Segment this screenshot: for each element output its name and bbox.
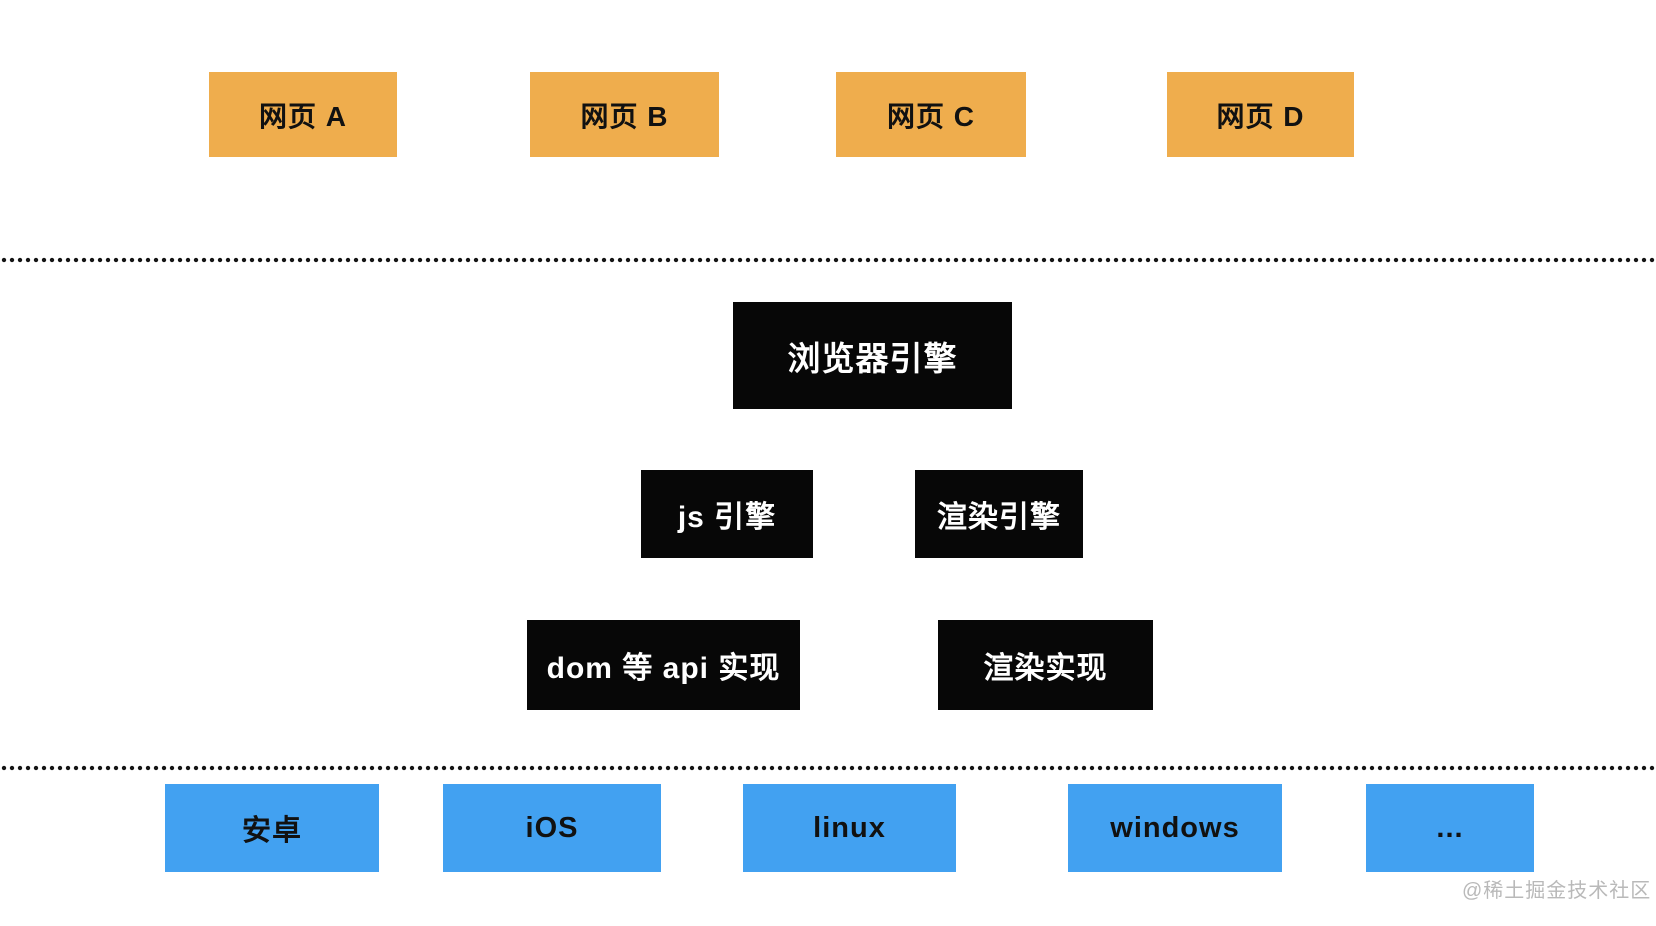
browser-engine-box: 浏览器引擎 [733, 302, 1012, 409]
webpage-a-box: 网页 A [209, 72, 397, 157]
webpage-c-label: 网页 C [886, 100, 975, 132]
os-ios-label: iOS [525, 811, 579, 844]
os-linux-label: linux [813, 811, 886, 844]
webpage-d-box: 网页 D [1167, 72, 1354, 157]
os-ios-box: iOS [443, 784, 661, 872]
webpage-b-box: 网页 B [530, 72, 719, 157]
os-windows-label: windows [1110, 811, 1240, 844]
watermark-text: @稀土掘金技术社区 [1462, 880, 1652, 902]
js-engine-label: js 引擎 [677, 501, 777, 534]
os-ellipsis-box: ... [1366, 784, 1534, 872]
separator-dotted-line-top [0, 257, 1656, 263]
webpage-b-label: 网页 B [580, 100, 669, 132]
os-ellipsis-label: ... [1436, 811, 1464, 844]
dom-api-impl-box: dom 等 api 实现 [527, 620, 800, 710]
js-engine-box: js 引擎 [641, 470, 813, 558]
os-android-label: 安卓 [241, 815, 302, 847]
render-impl-label: 渲染实现 [983, 652, 1108, 685]
os-windows-box: windows [1068, 784, 1282, 872]
dom-api-impl-label: dom 等 api 实现 [546, 652, 781, 685]
webpage-c-box: 网页 C [836, 72, 1026, 157]
render-engine-box: 渲染引擎 [915, 470, 1083, 558]
os-android-box: 安卓 [165, 784, 379, 872]
render-impl-box: 渲染实现 [938, 620, 1153, 710]
browser-engine-label: 浏览器引擎 [787, 339, 958, 377]
os-linux-box: linux [743, 784, 956, 872]
separator-dotted-line-bottom [0, 765, 1656, 771]
webpage-a-label: 网页 A [258, 100, 347, 132]
render-engine-label: 渲染引擎 [937, 501, 1061, 534]
webpage-d-label: 网页 D [1216, 100, 1305, 132]
